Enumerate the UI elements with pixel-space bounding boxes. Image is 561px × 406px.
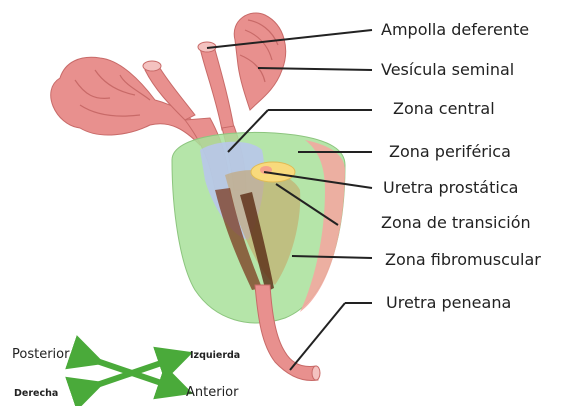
orientation-compass: [88, 358, 176, 388]
label-izquierda: Izquierda: [190, 350, 240, 361]
label-anterior: Anterior: [186, 385, 239, 400]
label-zona-periferica: Zona periférica: [389, 142, 511, 161]
label-ampolla-deferente: Ampolla deferente: [381, 20, 529, 39]
label-zona-transicion: Zona de transición: [381, 213, 531, 232]
ampulla-tube: [198, 42, 234, 130]
label-vesicula-seminal: Vesícula seminal: [381, 60, 514, 79]
label-uretra-prostatica: Uretra prostática: [383, 178, 518, 197]
penile-urethra-opening: [312, 366, 320, 380]
label-derecha: Derecha: [14, 388, 58, 399]
label-zona-fibromuscular: Zona fibromuscular: [385, 250, 541, 269]
label-posterior: Posterior: [12, 347, 70, 362]
right-seminal-vesicle: [234, 13, 285, 110]
prostatic-urethra: [251, 162, 295, 182]
label-zona-central: Zona central: [393, 99, 495, 118]
label-uretra-peneana: Uretra peneana: [386, 293, 511, 312]
